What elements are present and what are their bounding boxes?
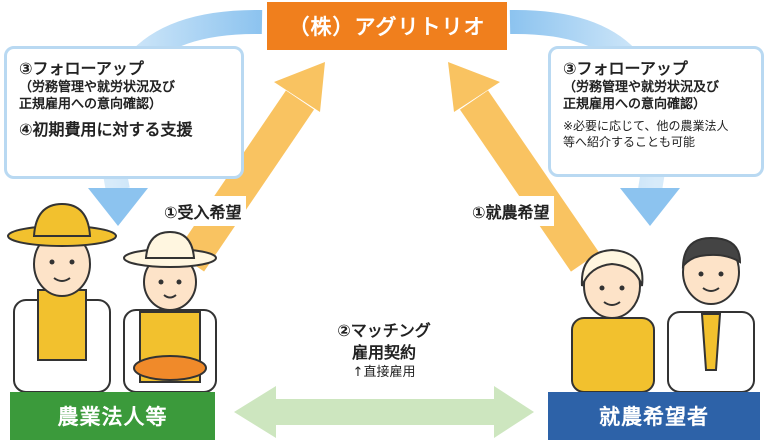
request-label-right: ①就農希望 (468, 196, 554, 226)
seeker-man-illustration (667, 236, 755, 393)
callout-note-line2: 等へ紹介することも可能 (563, 134, 696, 149)
callout-detail-line1: （労務管理や就労状況及び (19, 79, 176, 95)
callout-detail-line2: 正規雇用への意向確認） (19, 96, 163, 112)
followup-arrowhead-left (88, 188, 148, 226)
callout-detail-line1: （労務管理や就労状況及び (563, 79, 720, 95)
matching-label: ②マッチング (337, 321, 431, 340)
request-arrowhead-left (274, 62, 325, 112)
company-title: （株）アグリトリオ (267, 2, 507, 50)
request-arrow-left (175, 90, 315, 272)
farm-corporation-label: 農業法人等 (10, 392, 215, 440)
followup-callout-right: ③フォローアップ （労務管理や就労状況及び 正規雇用への意向確認） ※必要に応じ… (548, 46, 764, 177)
contract-label: 雇用契約 (351, 342, 416, 362)
farmer-woman-illustration (123, 230, 217, 393)
matching-arrowhead-left (234, 386, 276, 438)
seeker-woman-illustration (571, 248, 655, 393)
direct-hire-label: ↑直接雇用 (352, 365, 416, 381)
callout-heading: ③フォローアップ (563, 59, 688, 78)
followup-arrowhead-right (620, 188, 680, 226)
request-arrow-right (459, 90, 600, 272)
matching-text: ②マッチング 雇用契約 ↑直接雇用 (300, 320, 468, 383)
job-seeker-label: 就農希望者 (548, 392, 760, 440)
followup-callout-left: ③フォローアップ （労務管理や就労状況及び 正規雇用への意向確認） ④初期費用に… (4, 46, 244, 179)
request-arrowhead-right (448, 62, 500, 112)
matching-arrowhead-right (494, 386, 534, 438)
matching-arrow-shaft (270, 399, 500, 425)
callout-detail-line2: 正規雇用への意向確認） (563, 96, 707, 112)
farmer-man-illustration (7, 202, 117, 393)
request-label-left: ①受入希望 (160, 196, 246, 226)
callout-heading-support: ④初期費用に対する支援 (19, 119, 193, 139)
callout-heading: ③フォローアップ (19, 59, 144, 78)
callout-note-line1: ※必要に応じて、他の農業法人 (563, 118, 729, 133)
